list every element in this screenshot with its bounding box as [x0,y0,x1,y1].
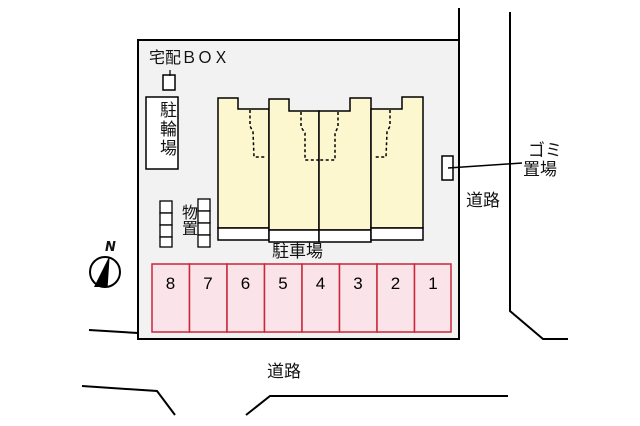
unit-2 [268,98,320,231]
parking-slots [151,263,452,333]
storage-label: 物置 [179,204,198,236]
storage-units-left [159,200,173,248]
parking-label: 駐車場 [272,242,323,262]
unit-3 [318,97,372,231]
parking-slot-8: 8 [165,274,176,293]
apartment-building [217,96,424,243]
bicycle-parking [145,96,179,170]
parking-slot-6: 6 [240,274,251,293]
garbage-label-line2: 置場 [523,160,557,180]
parking-slot-5: 5 [278,274,288,293]
delivery-box [162,74,176,91]
storage-units-right [197,198,211,248]
parking-slot-4: 4 [315,274,326,293]
delivery-box-label: 宅配ＢＯＸ [149,48,230,67]
parking-slot-7: 7 [203,274,213,293]
garbage-label-line1: ゴミ [528,141,562,161]
bicycle-parking-label: 駐輪場 [156,101,176,158]
parking-slot-1: 1 [428,274,438,293]
parking-slot-2: 2 [390,274,401,293]
unit-1 [217,97,270,229]
interior-dashed-lines [249,110,391,161]
parking-slot-3: 3 [353,274,363,293]
north-label: N [105,240,116,255]
north-compass-icon [89,256,121,288]
east-road-label: 道路 [466,191,500,211]
south-road-label: 道路 [267,362,301,382]
unit-4 [370,96,424,229]
